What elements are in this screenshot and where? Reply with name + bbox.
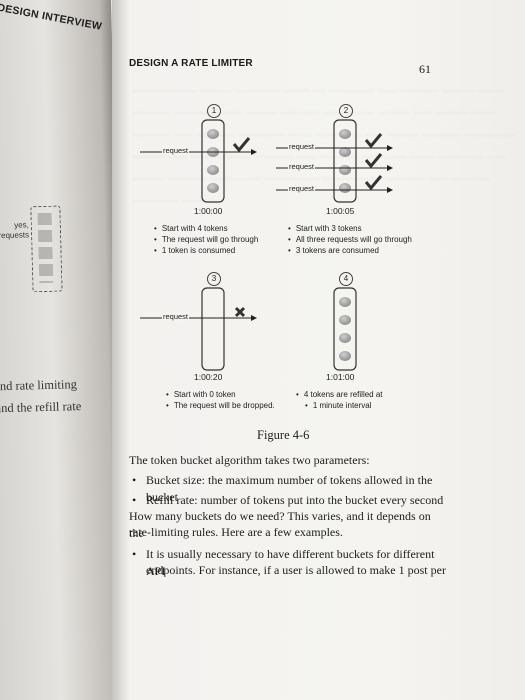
check-icon xyxy=(364,153,383,169)
figure-caption: Figure 4-6 xyxy=(257,428,310,442)
left-diagram-label-2: rward requests xyxy=(0,230,30,241)
check-icon xyxy=(364,133,383,149)
request-label: request xyxy=(162,312,190,321)
panel-2-notes: Start with 3 tokens All three requests w… xyxy=(288,223,412,256)
note: 4 tokens are refilled at xyxy=(296,389,383,400)
panel-4-notes: 4 tokens are refilled at 1 minute interv… xyxy=(296,389,383,411)
bucket-3 xyxy=(201,287,225,371)
token xyxy=(207,165,219,175)
panel-3-notes: Start with 0 token The request will be d… xyxy=(166,389,275,411)
panel-1-notes: Start with 4 tokens The request will go … xyxy=(154,223,259,256)
request-label: request xyxy=(288,142,316,151)
token xyxy=(339,297,351,307)
bullet-refill-rate: Refill rate: number of tokens put into t… xyxy=(132,492,446,509)
note: Start with 4 tokens xyxy=(154,223,258,234)
note: All three requests will go through xyxy=(288,234,412,245)
bucket-4 xyxy=(333,287,357,371)
page-number: 61 xyxy=(419,62,431,76)
request-label: request xyxy=(288,162,316,171)
running-head: DESIGN A RATE LIMITER xyxy=(129,58,253,69)
cross-icon xyxy=(234,306,246,318)
panel-4-graphic xyxy=(333,287,357,371)
bucket-2 xyxy=(333,119,357,203)
panel-1-graphic xyxy=(140,119,257,203)
bucket-1 xyxy=(201,119,225,203)
bullet-3-line-2: endpoints. For instance, if a user is al… xyxy=(146,563,446,577)
panel-3-graphic xyxy=(140,287,257,371)
left-diagram-label-1: yes, xyxy=(14,220,29,230)
panel-1-number: 1 xyxy=(207,104,221,118)
panel-4-number: 4 xyxy=(339,272,353,286)
note: 1 token is consumed xyxy=(154,245,258,256)
left-running-head: STEM DESIGN INTERVIEW xyxy=(0,0,103,33)
request-label: request xyxy=(162,146,190,155)
token xyxy=(339,315,351,325)
note: The request will be dropped. xyxy=(166,400,275,411)
paragraph-line-1: How many buckets do we need? This varies… xyxy=(129,509,431,540)
note: 1 minute interval xyxy=(296,400,383,411)
left-text-line-1: efill and rate limiting xyxy=(0,377,78,394)
token xyxy=(207,183,219,193)
check-icon xyxy=(364,175,383,191)
token-bucket-figure: 1 2 3 4 request request request request … xyxy=(136,102,476,422)
token xyxy=(339,351,351,361)
panel-2-time: 1:00:05 xyxy=(326,206,355,216)
request-label: request xyxy=(288,184,316,193)
token xyxy=(339,165,351,175)
intro-text: The token bucket algorithm takes two par… xyxy=(129,453,370,467)
note: Start with 0 token xyxy=(166,389,275,400)
note: Start with 3 tokens xyxy=(288,223,412,234)
panel-3-number: 3 xyxy=(207,272,221,286)
left-text-line-2: is 4, and the refill rate xyxy=(0,399,82,416)
panel-4-time: 1:01:00 xyxy=(326,372,355,382)
panel-2-number: 2 xyxy=(339,104,353,118)
paragraph-line-2: rate-limiting rules. Here are a few exam… xyxy=(129,525,343,539)
token xyxy=(339,129,351,139)
note: 3 tokens are consumed xyxy=(288,245,412,256)
right-page: ~~~~~~~~~~ ~~~~~ ~~~~~~~ ~~~~ ~~ ~~~~~~~… xyxy=(112,0,525,700)
token xyxy=(339,147,351,157)
token xyxy=(339,333,351,343)
token xyxy=(339,183,351,193)
left-diagram-box xyxy=(30,205,63,293)
panel-1-time: 1:00:00 xyxy=(194,206,223,216)
left-page: STEM DESIGN INTERVIEW yes, rward request… xyxy=(0,0,130,700)
panel-3-time: 1:00:20 xyxy=(194,372,223,382)
bullet-3-line-1: It is usually necessary to have differen… xyxy=(132,546,446,580)
token xyxy=(207,129,219,139)
check-icon xyxy=(232,137,251,153)
figure-graphics xyxy=(140,119,393,371)
note: The request will go through xyxy=(154,234,259,245)
